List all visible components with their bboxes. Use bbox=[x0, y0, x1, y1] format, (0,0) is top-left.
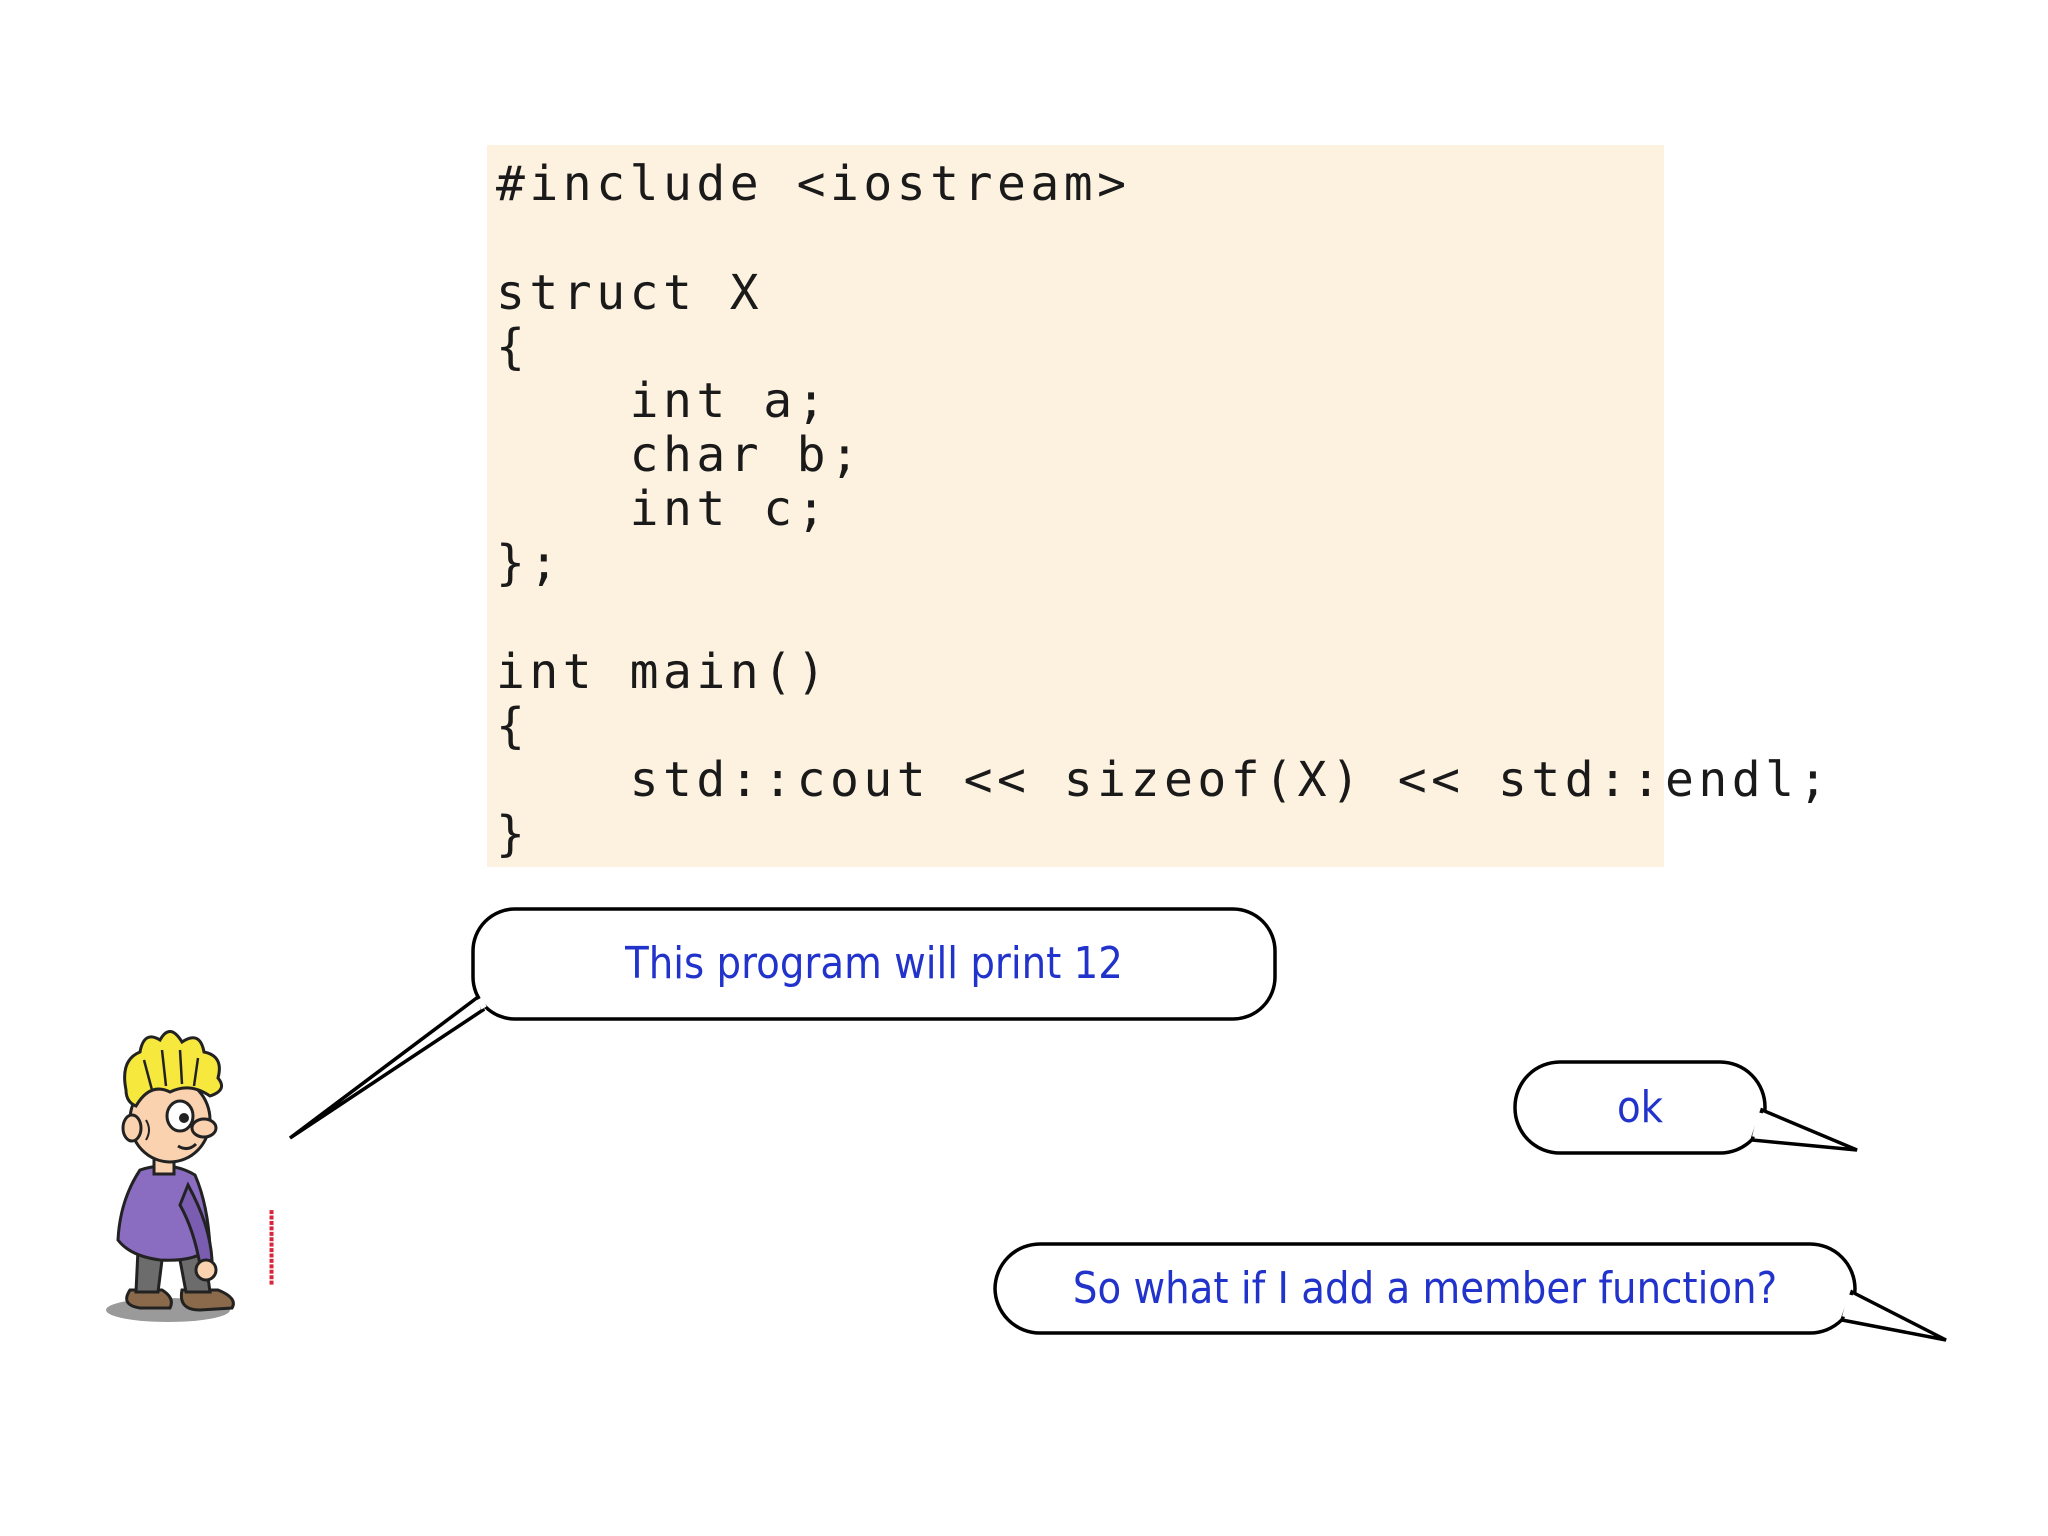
speech-bubble-2-text: ok bbox=[1616, 1082, 1664, 1133]
code-line-5: int a; bbox=[496, 373, 830, 429]
code-line-11: { bbox=[496, 698, 530, 754]
speech-bubble-3 bbox=[993, 1242, 1947, 1342]
code-line-12: std::cout << sizeof(X) << std::endl; bbox=[496, 752, 1832, 808]
cartoon-boy-icon bbox=[106, 1030, 235, 1322]
speech-bubble-1-text: This program will print 12 bbox=[625, 938, 1123, 989]
speech-bubble-3-text: So what if I add a member function? bbox=[1072, 1263, 1778, 1314]
clipart-watermark-glyph: ▪▪▪▪▪▪▪▪▪▪▪▪▪▪ bbox=[267, 1209, 277, 1286]
speech-bubble-2 bbox=[1513, 1060, 1858, 1155]
speech-bubble-1 bbox=[288, 907, 1277, 1140]
code-line-6: char b; bbox=[496, 427, 864, 483]
code-line-10: int main() bbox=[496, 644, 830, 700]
code-line-7: int c; bbox=[496, 481, 830, 537]
code-block: #include <iostream> struct X { int a; ch… bbox=[487, 145, 1827, 867]
clipart-watermark: ▪▪▪▪▪▪▪▪▪▪▪▪▪▪ bbox=[262, 1210, 282, 1335]
code-line-13: } bbox=[496, 806, 530, 862]
code-line-4: { bbox=[496, 319, 530, 375]
code-line-3: struct X bbox=[496, 265, 764, 321]
code-line-1: #include <iostream> bbox=[496, 156, 1131, 212]
code-line-8: }; bbox=[496, 535, 563, 591]
